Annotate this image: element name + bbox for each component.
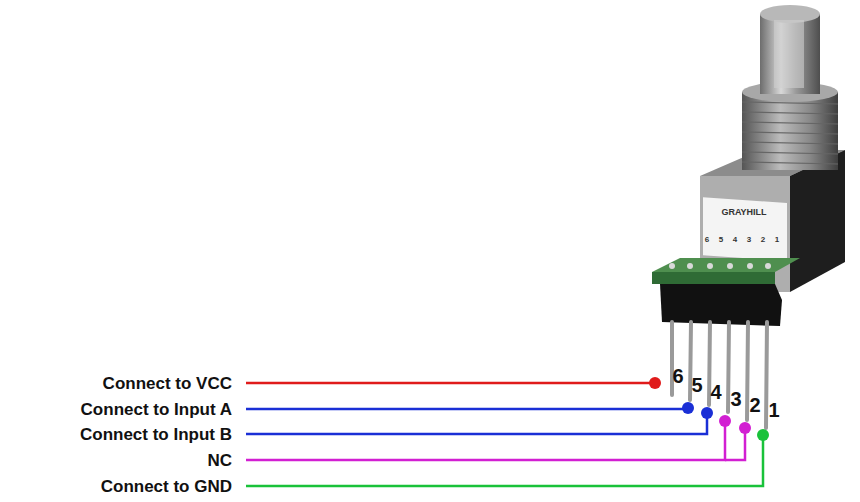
pin-function-label: Connect to Input B <box>80 426 232 443</box>
pin-function-label: Connect to VCC <box>103 375 232 392</box>
pin-number: 3 <box>730 389 741 409</box>
body-pin-number: 2 <box>761 236 765 244</box>
pin-number: 2 <box>749 395 760 415</box>
pin-function-label: NC <box>207 452 232 469</box>
body-pin-number: 5 <box>719 236 723 244</box>
pin-number: 4 <box>710 382 721 402</box>
pin-function-label: Connect to GND <box>101 478 232 495</box>
brand-label: GRAYHILL <box>721 208 766 217</box>
pin-number: 1 <box>768 400 779 420</box>
body-pin-number: 6 <box>705 236 709 244</box>
body-pin-number: 1 <box>775 236 779 244</box>
pin-number: 6 <box>672 366 683 386</box>
body-pin-number: 3 <box>747 236 751 244</box>
pin-function-label: Connect to Input A <box>81 401 232 418</box>
body-pin-number: 4 <box>733 236 737 244</box>
pin-number: 5 <box>691 375 702 395</box>
